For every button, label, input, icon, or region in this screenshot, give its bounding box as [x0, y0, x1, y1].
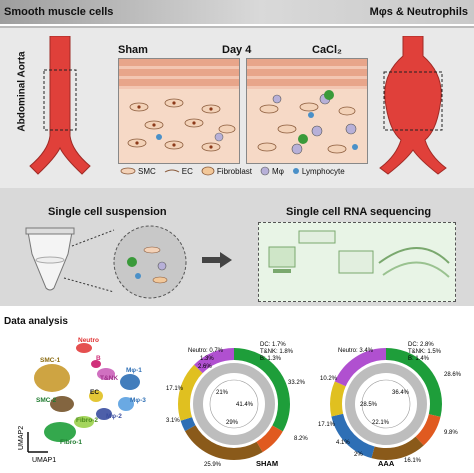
legend-item-ec: EC — [164, 167, 193, 176]
header-gradient-bar — [0, 0, 474, 24]
aaa-donut-chart: Neutro: 3.4% DC: 2.8% T&NK: 1.5% B: 1.4%… — [318, 342, 462, 468]
sham-outer-smc — [178, 348, 290, 460]
aaa-label-p10: 2% — [354, 452, 363, 458]
umap-label-fibro-2: Fibro-2 — [76, 417, 98, 424]
aaa-label-neutro: Neutro: 3.4% — [338, 348, 374, 354]
umap-clusters — [34, 343, 140, 442]
sham-label-tnk: T&NK: 1.8% — [260, 349, 294, 355]
sham-label-p3: 33.2% — [288, 380, 306, 386]
sham-label-p8: 29% — [226, 420, 239, 426]
umap-label-smc-2: SMC-2 — [36, 397, 57, 404]
sham-label-neutro: Neutro: 0.7% — [188, 348, 224, 354]
aaa-outer-ec — [330, 348, 442, 460]
umap-cluster-tnk — [97, 368, 115, 380]
aaa-label-p9: 16.1% — [404, 458, 422, 464]
left-aorta-illustration — [29, 36, 91, 175]
data-analysis-title: Data analysis — [4, 316, 68, 327]
sham-label-p4: 17.1% — [166, 386, 184, 392]
aaa-label-p3: 28.5% — [360, 402, 378, 408]
umap-cluster-fibro-2 — [74, 416, 94, 428]
macrophage-icon — [260, 166, 270, 176]
lymphocyte-icon — [292, 168, 299, 174]
legend-item-lymphocyte: Lymphocyte — [292, 167, 345, 176]
arrow-right-icon — [202, 252, 232, 268]
umap-label-ec: EC — [90, 389, 99, 396]
umap-label-tnk: T&NK — [100, 375, 118, 382]
aaa-inner-ring — [345, 363, 427, 445]
aaa-label-p6: 22.1% — [372, 420, 390, 426]
legend-item-fibroblast: Fibroblast — [201, 166, 252, 176]
umap-cluster-smc-1 — [34, 364, 70, 392]
aaa-label-p1: 28.6% — [444, 372, 462, 378]
sham-label-p7: 41.4% — [236, 402, 254, 408]
umap-xlabel: UMAP1 — [32, 457, 56, 464]
umap-ylabel: UMAP2 — [18, 426, 25, 450]
sham-label-p9: 8.2% — [294, 436, 308, 442]
step-scrna-seq: Single cell RNA sequencing — [286, 206, 432, 218]
umap-label-mphi-1: Mφ-1 — [126, 367, 142, 374]
ec-icon — [164, 169, 180, 173]
umap-label-b: B — [96, 355, 101, 362]
sham-label-p6: 21% — [216, 390, 229, 396]
umap-label-neutro: Neutro — [78, 337, 99, 344]
umap-label-mphi-3: Mφ-3 — [130, 397, 146, 404]
aaa-label-p2: 10.2% — [320, 376, 338, 382]
umap-cluster-fibro-1 — [44, 422, 76, 442]
step-single-cell-suspension: Single cell suspension — [48, 206, 167, 218]
cell-legend: SMC EC Fibroblast Mφ Lymphocyte — [120, 166, 360, 176]
umap-cluster-ec — [89, 390, 103, 402]
tube-and-cells-illustration — [25, 225, 187, 299]
sham-label-p10: 25.9% — [204, 462, 222, 468]
aaa-label-p4: 36.4% — [392, 390, 410, 396]
umap-label-mphi-2: Mφ-2 — [106, 413, 122, 420]
sham-outer-immune — [178, 348, 290, 460]
umap-cluster-mphi-3 — [118, 397, 134, 411]
legend-item-smc: SMC — [120, 167, 156, 176]
umap-cluster-mphi-1 — [120, 374, 140, 390]
sham-inner-ring — [193, 363, 275, 445]
panel-label-sham: Sham — [118, 44, 148, 56]
right-aorta-illustration — [379, 36, 447, 175]
sequencing-illustration — [268, 230, 450, 278]
umap-label-fibro-1: Fibro-1 — [60, 439, 82, 446]
legend-item-macrophage: Mφ — [260, 166, 284, 176]
aaa-outer-smc — [330, 348, 442, 460]
umap-cluster-b — [91, 360, 101, 368]
tissue-panel-sham — [118, 58, 240, 164]
sham-label-p2: 2.6% — [198, 364, 212, 370]
sham-title: SHAM — [256, 459, 278, 468]
sham-donut-chart: Neutro: 0.7% DC: 1.7% T&NK: 1.8% B: 1.3%… — [166, 342, 308, 468]
aaa-label-tnk: T&NK: 1.5% — [408, 349, 442, 355]
aaa-label-b: B: 1.4% — [408, 356, 430, 362]
aaa-label-p7: 9.8% — [444, 430, 458, 436]
umap-plot: Neutro SMC-1 B T&NK Mφ-1 SMC-2 EC Mφ-3 M… — [18, 337, 146, 464]
scrna-seq-panel — [258, 222, 456, 302]
umap-cluster-mphi-2 — [96, 408, 112, 420]
aaa-title: AAA — [378, 459, 395, 468]
umap-cluster-neutro — [76, 343, 92, 353]
sham-label-p1: 1.3% — [200, 356, 214, 362]
smc-icon — [120, 167, 136, 175]
sham-label-dc: DC: 1.7% — [260, 342, 286, 348]
panel-label-day4: Day 4 — [222, 44, 252, 56]
tissue-panel-cacl2 — [246, 58, 368, 164]
aaa-label-p8: 4.1% — [336, 440, 350, 446]
umap-cluster-smc-2 — [50, 396, 74, 412]
sham-label-p5: 3.1% — [166, 418, 180, 424]
aaa-outer-immune — [330, 348, 442, 460]
aaa-label-p5: 17.1% — [318, 422, 336, 428]
sham-outer-ec — [178, 348, 290, 460]
fibroblast-icon — [201, 166, 215, 176]
sham-label-b: B: 1.3% — [260, 356, 282, 362]
header-left-label: Smooth muscle cells — [4, 6, 114, 18]
aaa-label-dc: DC: 2.8% — [408, 342, 434, 348]
header-right-label: Mφs & Neutrophils — [369, 6, 468, 18]
panel-label-cacl2: CaCl₂ — [312, 44, 342, 56]
umap-label-smc-1: SMC-1 — [40, 357, 61, 364]
